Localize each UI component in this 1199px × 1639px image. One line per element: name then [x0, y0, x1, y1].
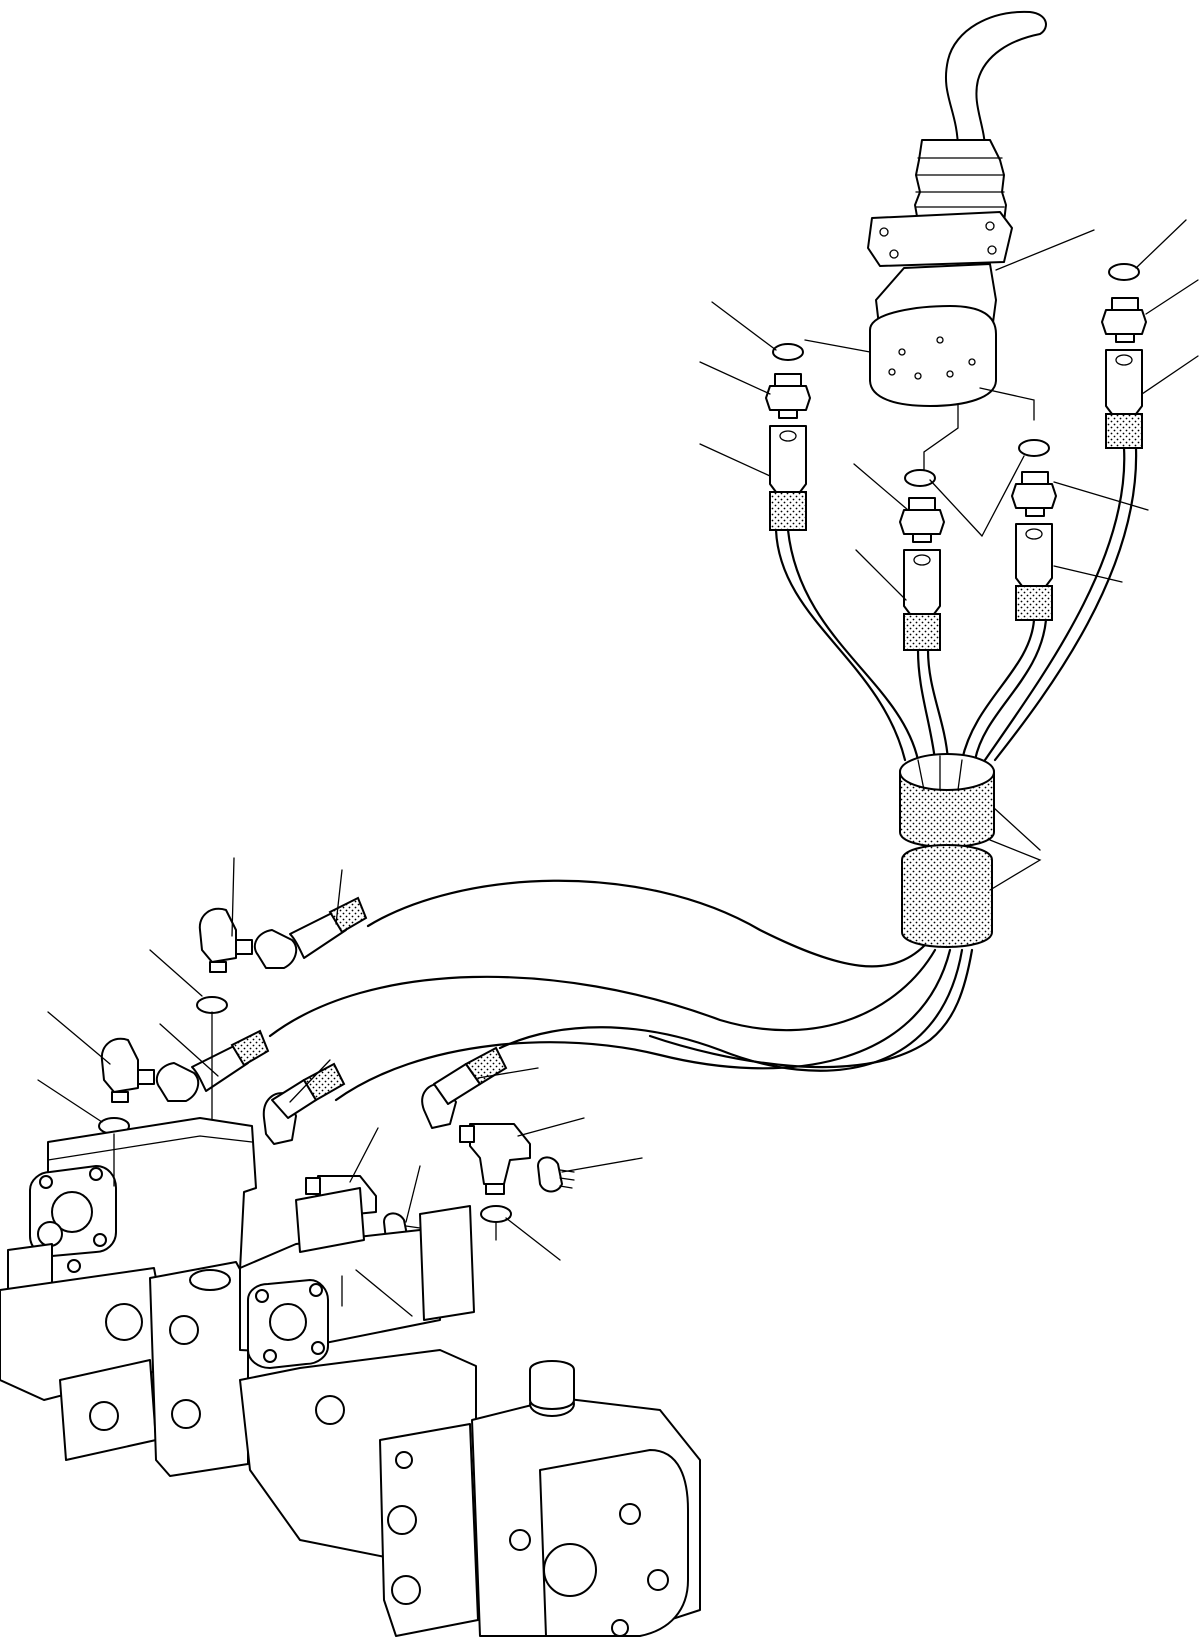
leader-line — [405, 1165, 421, 1223]
leader-line — [159, 1023, 219, 1077]
leader-line — [349, 1127, 379, 1183]
pressure-sensor — [537, 1156, 575, 1193]
o-ring — [1018, 439, 1050, 457]
leader-line — [477, 1067, 539, 1079]
tee-fitting — [459, 1123, 531, 1195]
leader-line — [699, 443, 771, 477]
leader-line — [993, 807, 1041, 851]
leader-line — [37, 1079, 103, 1123]
leader-line — [853, 463, 909, 511]
leader-line — [699, 361, 771, 395]
leader-line — [1053, 481, 1149, 511]
hose-end — [155, 1029, 270, 1102]
leader-line — [855, 549, 907, 601]
hoses — [268, 446, 1138, 1102]
adapter-fitting — [899, 497, 945, 543]
hose-end — [1105, 349, 1143, 449]
leader-line — [47, 1011, 111, 1065]
adapter-fitting — [1011, 471, 1057, 517]
callout-leaders — [37, 219, 1199, 1317]
upper-fittings — [765, 263, 1147, 651]
elbow-fitting — [100, 1037, 155, 1103]
hose-end — [262, 1062, 346, 1145]
o-ring — [772, 343, 804, 361]
leader-line — [929, 479, 983, 537]
leader-line — [355, 1269, 413, 1317]
leader-line — [335, 869, 343, 925]
hose-protector-sleeve — [899, 753, 1042, 948]
joystick-plate — [867, 211, 1013, 267]
joystick-boot — [914, 139, 1007, 223]
leader-line — [711, 301, 777, 351]
leader-line — [1053, 565, 1123, 583]
reference-line — [113, 1011, 497, 1307]
hose-end — [253, 896, 368, 969]
leader-line — [149, 949, 203, 997]
leader-line — [1145, 279, 1199, 315]
hose-end — [421, 1046, 508, 1129]
leader-line — [1141, 355, 1199, 395]
elbow-fitting — [198, 907, 253, 973]
leader-line — [981, 455, 1025, 537]
joystick-lever — [944, 10, 1047, 151]
o-ring — [904, 469, 936, 487]
o-ring — [1108, 263, 1140, 281]
leader-line — [561, 1157, 643, 1173]
o-ring — [196, 996, 228, 1014]
hose-end — [903, 549, 941, 651]
leader-line — [505, 1217, 561, 1261]
leader-line — [289, 1059, 331, 1103]
leader-line — [517, 1117, 585, 1137]
o-ring — [480, 1205, 512, 1223]
adapter-fitting — [765, 373, 811, 419]
joystick — [804, 10, 1095, 471]
leader-line — [1135, 219, 1187, 269]
adapter-fitting — [1101, 297, 1147, 343]
pump-valve-assembly — [0, 1117, 701, 1637]
hose-end — [1015, 523, 1053, 621]
joystick-base-valve — [869, 305, 997, 407]
hose-end — [769, 425, 807, 531]
leader-line — [231, 857, 235, 937]
